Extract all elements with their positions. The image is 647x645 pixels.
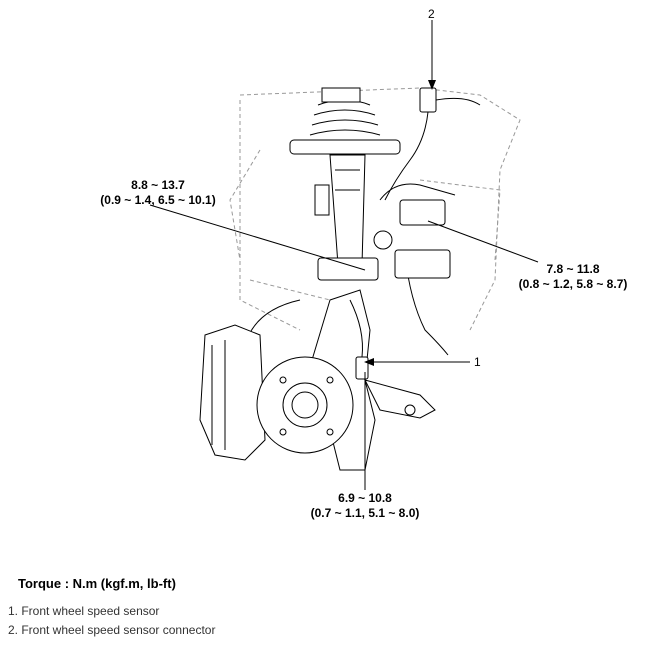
torque-value: 7.8 ~ 11.8 bbox=[546, 262, 600, 276]
callout-1: 1 bbox=[474, 355, 481, 369]
strut-body bbox=[314, 154, 379, 281]
torque-right: 7.8 ~ 11.8 (0.8 ~ 1.2, 5.8 ~ 8.7) bbox=[508, 262, 638, 292]
torque-converted: (0.8 ~ 1.2, 5.8 ~ 8.7) bbox=[518, 277, 628, 291]
vehicle-body-outline bbox=[229, 87, 521, 331]
torque-converted: (0.9 ~ 1.4, 6.5 ~ 10.1) bbox=[100, 193, 216, 207]
brake-caliper bbox=[199, 324, 266, 461]
torque-converted: (0.7 ~ 1.1, 5.1 ~ 8.0) bbox=[310, 506, 420, 520]
torque-value: 6.9 ~ 10.8 bbox=[338, 491, 392, 505]
torque-value: 8.8 ~ 13.7 bbox=[131, 178, 185, 192]
legend-item-1: 1. Front wheel speed sensor bbox=[8, 604, 160, 618]
sensor-connector bbox=[384, 87, 481, 201]
torque-bottom: 6.9 ~ 10.8 (0.7 ~ 1.1, 5.1 ~ 8.0) bbox=[295, 491, 435, 521]
torque-units-title: Torque : N.m (kgf.m, lb-ft) bbox=[18, 576, 176, 591]
torque-upper-left: 8.8 ~ 13.7 (0.9 ~ 1.4, 6.5 ~ 10.1) bbox=[78, 178, 238, 208]
suspension-assembly-illustration bbox=[149, 20, 539, 490]
brake-hose bbox=[373, 183, 456, 356]
callout-2: 2 bbox=[428, 7, 435, 21]
wheel-hub bbox=[256, 356, 354, 454]
legend-item-2: 2. Front wheel speed sensor connector bbox=[8, 623, 216, 637]
leader-lines bbox=[149, 20, 539, 490]
coil-spring bbox=[289, 87, 401, 155]
